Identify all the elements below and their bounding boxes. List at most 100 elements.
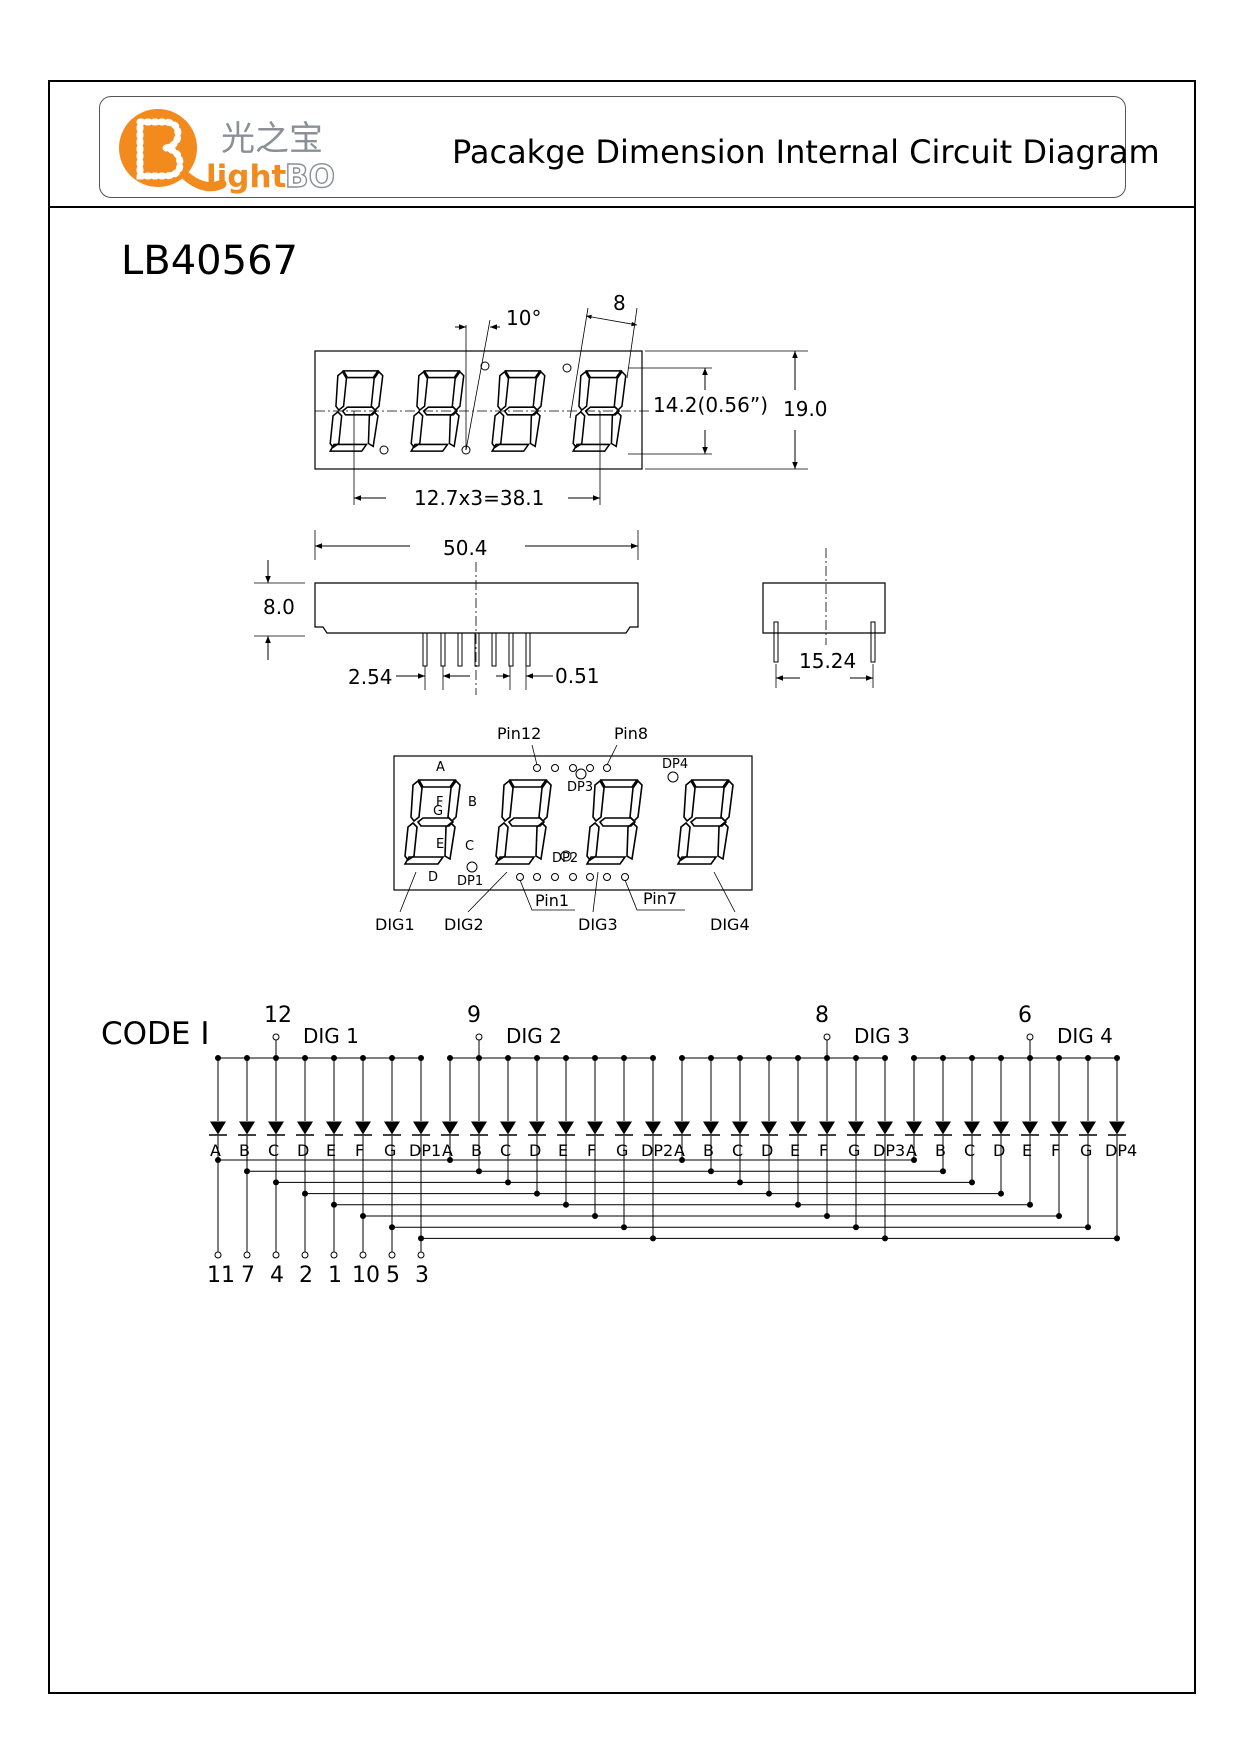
dig3-label: DIG3 <box>578 915 618 934</box>
diode-1-A <box>208 1121 228 1136</box>
pin-digit-2 <box>495 779 552 865</box>
dp1-label: DP1 <box>457 874 483 889</box>
segment-label: G <box>616 1141 628 1160</box>
cathode-pin-number-4: 4 <box>270 1263 284 1288</box>
diode-4-C <box>962 1121 982 1136</box>
dp3-label: DP3 <box>567 780 593 795</box>
diode-3-F <box>817 1121 837 1136</box>
bus-junction <box>447 1157 453 1163</box>
bus-junction <box>708 1168 714 1175</box>
diode-1-C <box>266 1121 286 1136</box>
segment-label: F <box>819 1141 828 1160</box>
pin-holes-bottom <box>516 873 629 881</box>
segment-label: F <box>1051 1141 1060 1160</box>
seg-d: D <box>428 870 438 885</box>
segment-label: D <box>993 1141 1005 1160</box>
segment-label: A <box>906 1141 917 1160</box>
pin-view: F E A B G C D DP1 DP2 DP3 DP4 Pin12 Pin8… <box>375 724 753 934</box>
segment-label: E <box>790 1141 800 1160</box>
digit-width-label: 8 <box>613 291 626 315</box>
bus-junction <box>766 1190 772 1197</box>
front-view: 10° 8 14.2(0.56”) 19.0 12.7x3=38.1 <box>314 291 828 510</box>
segment-label: C <box>732 1141 743 1160</box>
diode-3-A <box>672 1121 692 1136</box>
segment-label: B <box>935 1141 946 1160</box>
code-label: CODE I <box>101 1016 210 1052</box>
total-height-label: 19.0 <box>783 397 828 421</box>
diode-4-B <box>933 1121 953 1136</box>
height-label: 8.0 <box>263 595 295 619</box>
pin7-label: Pin7 <box>643 889 677 908</box>
anode-pin-9 <box>475 1033 483 1041</box>
seg-c: C <box>465 839 474 854</box>
diode-2-dp <box>643 1121 663 1136</box>
diode-4-D <box>991 1121 1011 1136</box>
digit-label-3: DIG 3 <box>854 1024 910 1048</box>
cathode-pin-number-11: 11 <box>207 1263 235 1288</box>
diode-2-A <box>440 1121 460 1136</box>
cathode-pin-number-5: 5 <box>386 1263 400 1288</box>
segment-label: C <box>268 1141 279 1160</box>
diode-2-F <box>585 1121 605 1136</box>
diode-4-dp <box>1107 1121 1127 1136</box>
cathode-pin-number-3: 3 <box>415 1263 429 1288</box>
bus-junction <box>621 1224 627 1231</box>
diode-3-C <box>730 1121 750 1136</box>
bus-junction <box>1085 1224 1091 1231</box>
diode-3-E <box>788 1121 808 1136</box>
cathode-pin-number-7: 7 <box>241 1263 255 1288</box>
pin8-label: Pin8 <box>614 724 648 743</box>
diode-1-G <box>382 1121 402 1136</box>
diode-3-dp <box>875 1121 895 1136</box>
bus-junction <box>592 1213 598 1219</box>
diode-4-G <box>1078 1121 1098 1136</box>
bus-junction <box>998 1190 1004 1197</box>
diode-1-D <box>295 1121 315 1136</box>
diode-2-D <box>527 1121 547 1136</box>
dp2-label: DP2 <box>552 851 578 866</box>
diode-4-E <box>1020 1121 1040 1136</box>
diode-2-E <box>556 1121 576 1136</box>
digit-label-2: DIG 2 <box>506 1024 562 1048</box>
pitch-label: 12.7x3=38.1 <box>414 486 544 510</box>
diode-2-C <box>498 1121 518 1136</box>
anode-pin-number-6: 6 <box>1018 1003 1032 1028</box>
diode-4-A <box>904 1121 924 1136</box>
pin-pitch-label: 2.54 <box>348 665 393 689</box>
side-view: 50.4 8.0 2.54 0.51 <box>254 530 639 695</box>
logo-chinese: 光之宝 <box>221 119 323 159</box>
pin1-label: Pin1 <box>535 891 569 910</box>
bus-junction <box>679 1157 685 1163</box>
segment-label: E <box>558 1141 568 1160</box>
segment-label: E <box>326 1141 336 1160</box>
segment-label: D <box>529 1141 541 1160</box>
front-body <box>314 350 643 470</box>
diode-2-B <box>469 1121 489 1136</box>
pin12-label: Pin12 <box>497 724 541 743</box>
digit-label-1: DIG 1 <box>303 1024 359 1048</box>
segment-label: F <box>587 1141 596 1160</box>
segment-label: B <box>703 1141 714 1160</box>
diode-2-G <box>614 1121 634 1136</box>
header-divider <box>48 206 1196 208</box>
dig4-label: DIG4 <box>710 915 750 934</box>
dp4-label: DP4 <box>662 757 688 772</box>
logo-b-letter <box>136 118 184 180</box>
segment-label: C <box>964 1141 975 1160</box>
seg-a: A <box>436 760 445 775</box>
part-number: LB40567 <box>121 238 298 284</box>
length-label: 50.4 <box>443 536 488 560</box>
anode-pin-6 <box>1026 1033 1034 1041</box>
segment-label: DP3 <box>873 1141 905 1160</box>
cathode-pin-number-1: 1 <box>328 1263 342 1288</box>
segment-label: D <box>761 1141 773 1160</box>
diode-3-D <box>759 1121 779 1136</box>
angle-label: 10° <box>506 306 541 330</box>
diode-4-F <box>1049 1121 1069 1136</box>
cathode-pin <box>417 1251 425 1259</box>
dig2-label: DIG2 <box>444 915 484 934</box>
anode-pin-12 <box>272 1033 280 1041</box>
document-title: Pacakge Dimension Internal Circuit Diagr… <box>452 133 1160 171</box>
bus-junction <box>1056 1213 1062 1219</box>
